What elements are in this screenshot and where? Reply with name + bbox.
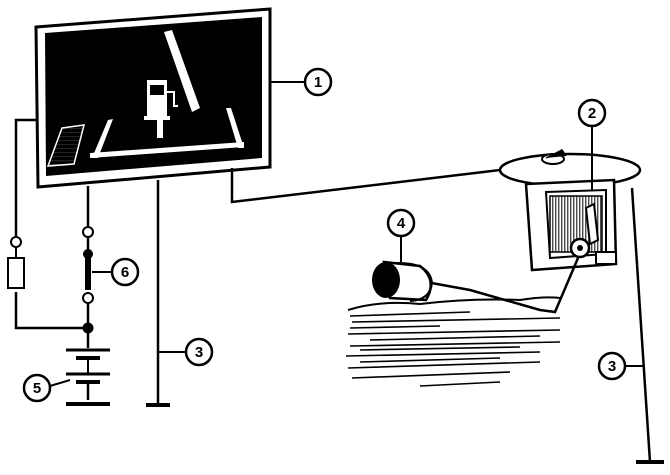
callout-1: 1 bbox=[270, 67, 333, 97]
float bbox=[372, 260, 434, 302]
fuse bbox=[7, 236, 25, 289]
fuel-liquid bbox=[345, 296, 561, 387]
callout-6-label: 6 bbox=[121, 264, 129, 281]
road-center-dash bbox=[157, 120, 163, 138]
tank-sender-unit bbox=[498, 149, 642, 272]
callout-3-center-label: 3 bbox=[195, 344, 203, 361]
callout-3-right-label: 3 bbox=[608, 358, 616, 375]
gauge-needle bbox=[164, 30, 200, 112]
callout-5-label: 5 bbox=[33, 380, 41, 397]
callout-4-label: 4 bbox=[397, 215, 406, 232]
road-left-line bbox=[92, 119, 113, 158]
battery bbox=[66, 348, 110, 406]
callout-2-label: 2 bbox=[588, 105, 596, 122]
callout-1-label: 1 bbox=[314, 74, 322, 91]
callout-3-right: 3 bbox=[597, 351, 645, 381]
callout-4: 4 bbox=[386, 208, 416, 262]
callout-5: 5 bbox=[22, 373, 71, 403]
callout-3-center: 3 bbox=[158, 337, 214, 367]
callout-6: 6 bbox=[92, 257, 140, 287]
fuel-pump-icon bbox=[144, 80, 178, 120]
ignition-switch bbox=[82, 226, 94, 334]
instrument-display bbox=[34, 7, 272, 189]
road-right-line bbox=[226, 108, 244, 148]
callout-2: 2 bbox=[577, 98, 607, 190]
float-arm bbox=[425, 257, 580, 314]
hatched-panel bbox=[46, 124, 86, 167]
